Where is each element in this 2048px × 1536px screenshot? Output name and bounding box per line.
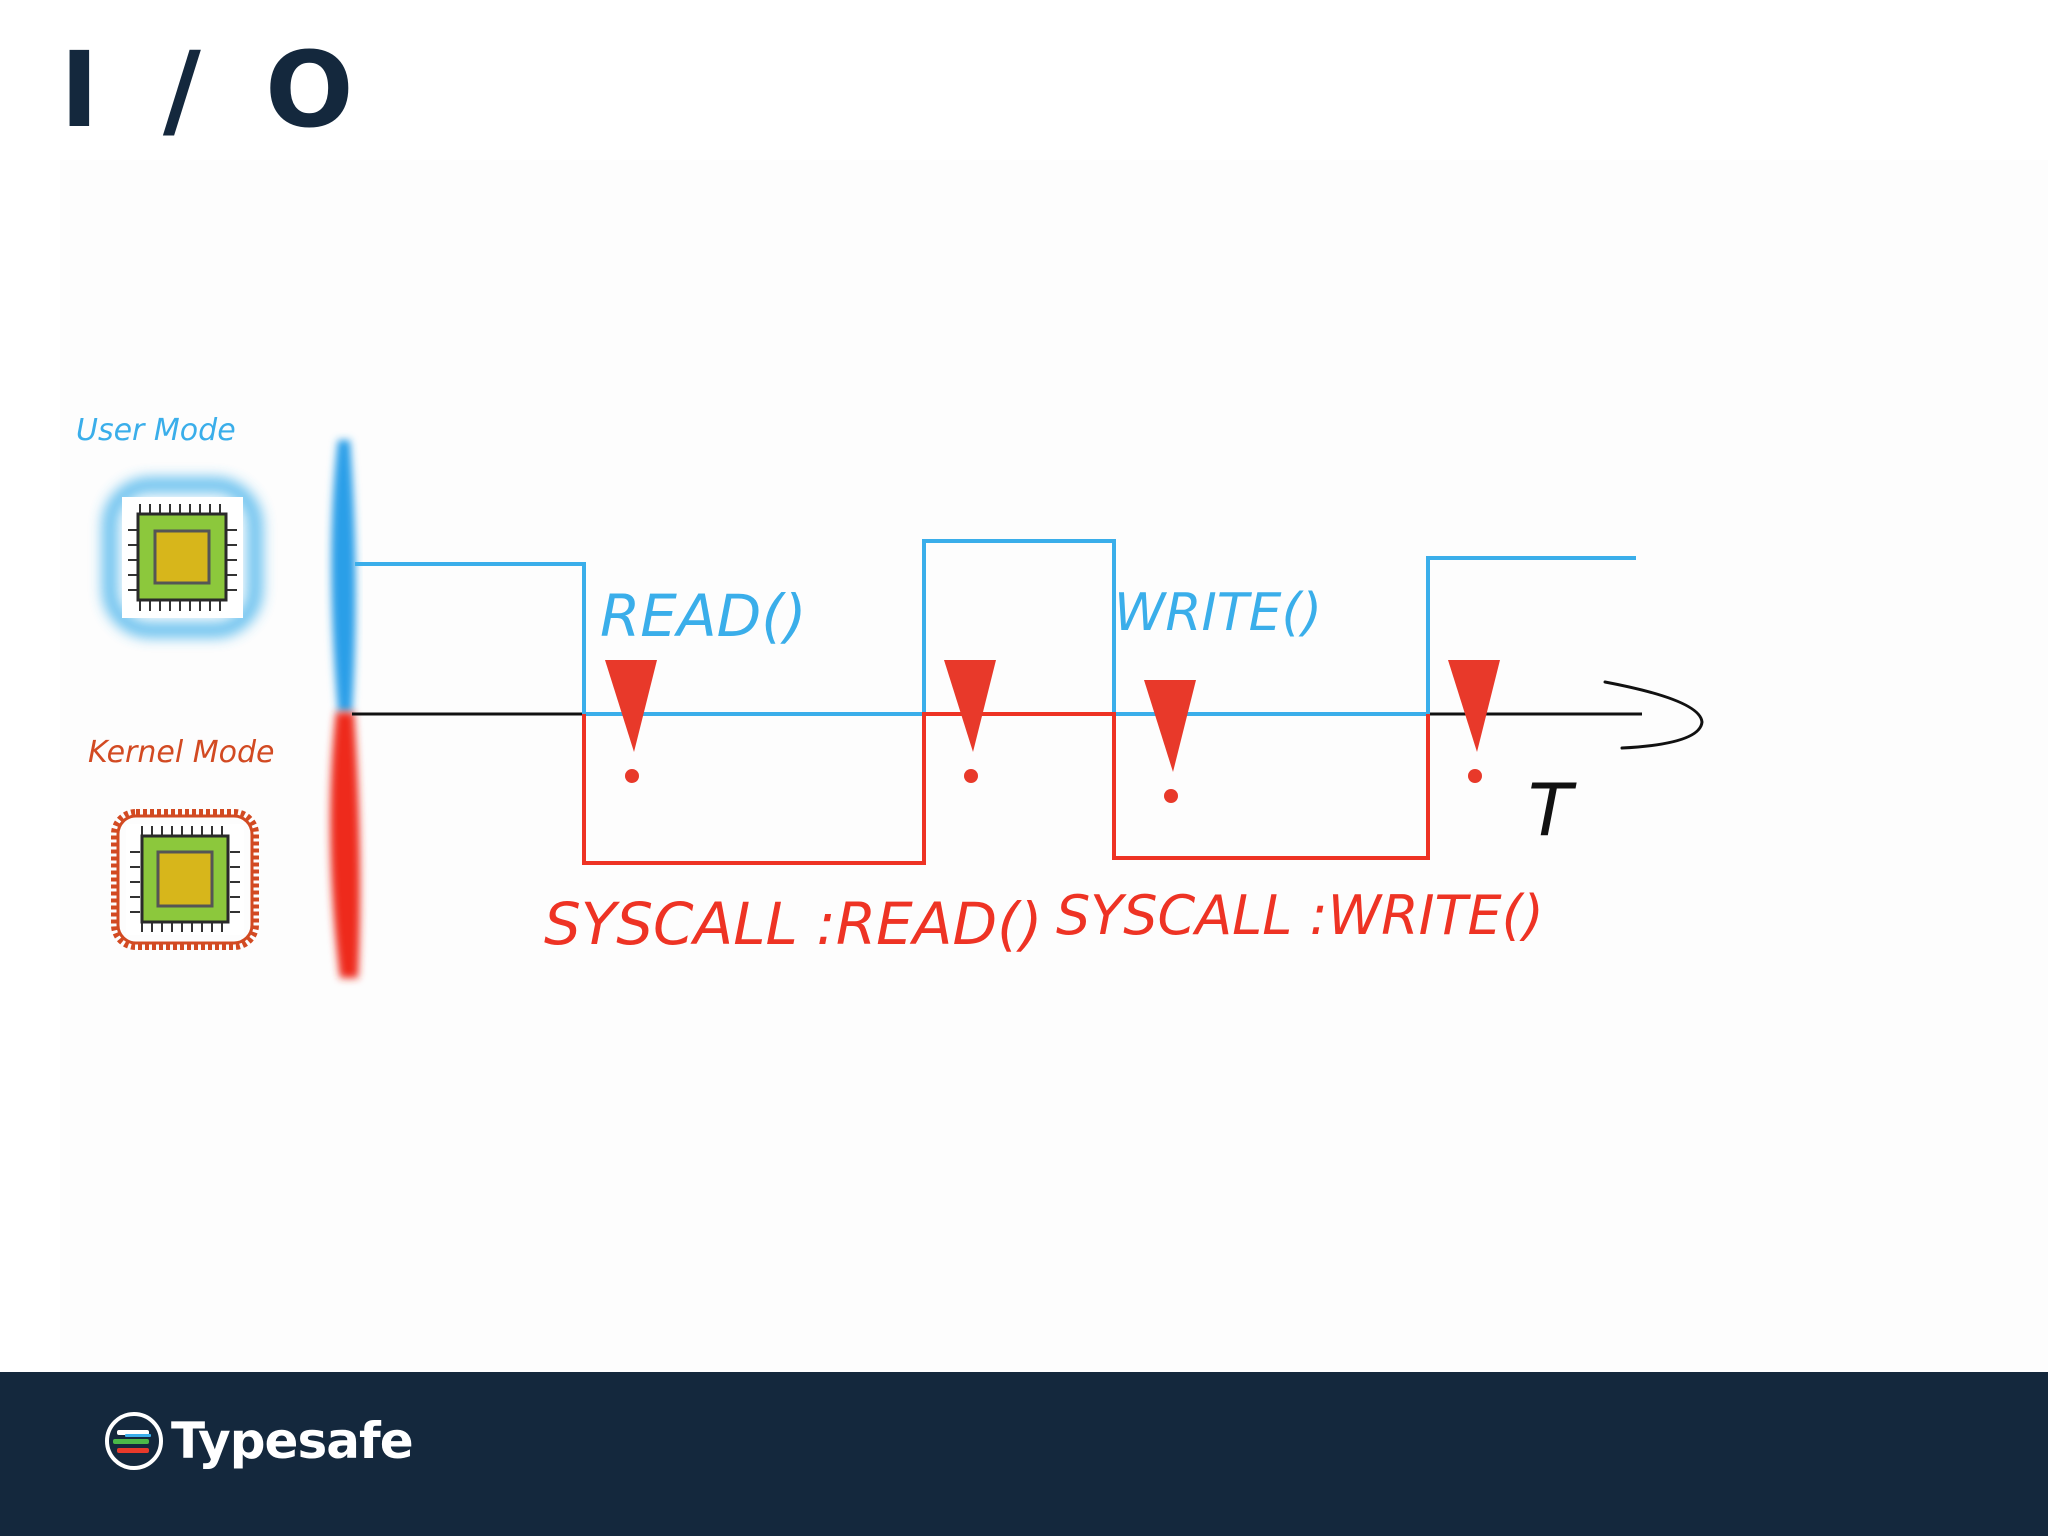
interrupt-icon [605,660,657,783]
interrupt-icon [944,660,996,783]
read-call-label: READ() [600,582,807,650]
diagram-area [60,160,2048,1370]
user-mode-timeline [355,539,1636,716]
write-call-label: WRITE() [1114,583,1322,643]
mode-divider-bar [330,440,361,978]
user-mode-label: User Mode [76,413,236,448]
time-axis-label: T [1528,768,1577,852]
logo-text: Typesafe [171,1412,414,1470]
interrupt-icon [1448,660,1500,783]
user-cpu-chip-icon [103,478,262,637]
time-axis-arrowhead [1603,680,1704,750]
kernel-mode-timeline [582,712,1430,865]
typesafe-logo-icon [105,1412,163,1470]
interrupt-icon [1144,680,1196,803]
syscall-write-label: SYSCALL :WRITE() [1056,884,1544,947]
slide-title: I / O [60,29,368,151]
typesafe-logo: Typesafe [103,1410,414,1472]
footer-bar: Typesafe [0,1372,2048,1536]
kernel-mode-label: Kernel Mode [88,735,274,770]
syscall-read-label: SYSCALL :READ() [544,890,1042,958]
kernel-cpu-chip-icon [111,809,259,950]
io-mode-diagram: User Mode Kernel Mode [76,413,1704,978]
